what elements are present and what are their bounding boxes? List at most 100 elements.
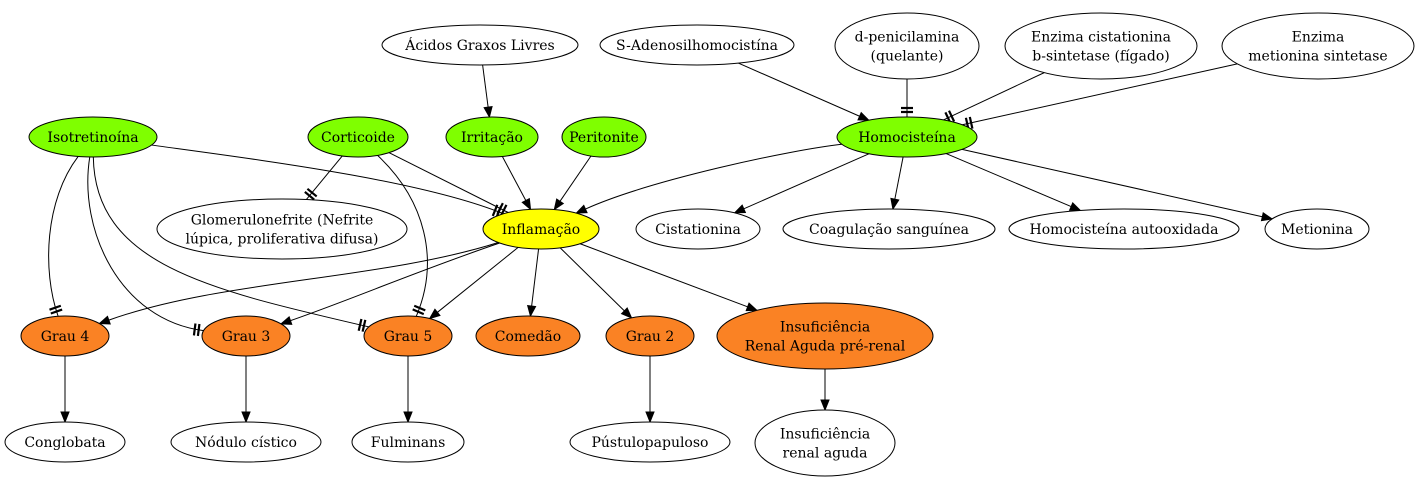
edge-isotret-to-grau3	[87, 156, 204, 337]
node-homoc: Homocisteína	[836, 116, 978, 158]
node-inflam: Inflamação	[482, 208, 600, 250]
arrowhead	[428, 308, 441, 320]
edge-line	[559, 247, 625, 312]
edge-irrit-to-inflam	[501, 156, 532, 211]
arrowhead	[575, 204, 588, 214]
edge-line	[945, 153, 1072, 208]
node-label: Enzima cistationina	[1031, 30, 1171, 46]
edge-sadeno-to-homoc	[738, 62, 870, 121]
node-comedao: Comedão	[475, 315, 581, 357]
node-label: Glomerulonefrite (Nefrite	[191, 213, 374, 229]
node-fulmin: Fulminans	[351, 421, 465, 463]
edge-line	[388, 152, 509, 213]
arrowhead	[733, 204, 747, 214]
node-ellipse	[20, 315, 110, 357]
node-ellipse	[834, 12, 980, 80]
edge-inflam-to-grau3	[279, 242, 500, 325]
inhibition-tee	[192, 323, 197, 336]
node-label: Corticoide	[321, 130, 395, 146]
node-metion: Metionina	[1264, 208, 1370, 250]
arrowhead	[279, 315, 293, 325]
edge-line	[943, 72, 1045, 121]
arrowhead	[526, 305, 537, 318]
edge-irapre-to-ira	[820, 369, 830, 412]
node-ellipse	[351, 421, 465, 463]
edge-inflam-to-grau2	[559, 247, 633, 319]
node-label: metionina sintetase	[1248, 49, 1387, 65]
node-ellipse	[561, 116, 647, 158]
node-label: Isotretinoína	[47, 130, 138, 146]
edge-line	[894, 156, 904, 200]
node-cistat: Cistationina	[635, 208, 761, 250]
arrowhead	[403, 411, 413, 424]
edge-grau3-to-nodulo	[241, 356, 251, 424]
edge-line	[482, 64, 489, 108]
node-ellipse	[635, 208, 761, 250]
node-acidos: Ácidos Graxos Livres	[381, 24, 579, 66]
node-label: Peritonite	[569, 130, 639, 146]
node-ellipse	[716, 302, 934, 370]
edge-line	[290, 242, 500, 322]
node-label: Cistationina	[655, 222, 741, 238]
node-ellipse	[445, 116, 539, 158]
node-label: Inflamação	[502, 222, 580, 238]
node-ellipse	[201, 315, 291, 357]
inhibition-tee	[496, 202, 504, 215]
node-nodulo: Nódulo cístico	[170, 421, 322, 463]
node-grau4: Grau 4	[20, 315, 110, 357]
edge-inflam-to-grau5	[428, 246, 519, 320]
edge-cortic-to-inflam	[388, 152, 509, 217]
node-ellipse	[4, 421, 126, 463]
arrowhead	[857, 111, 870, 121]
edge-line	[377, 155, 428, 317]
node-ellipse	[836, 116, 978, 158]
node-perit: Peritonite	[561, 116, 647, 158]
edge-line	[48, 156, 79, 317]
inhibition-tee	[357, 318, 363, 331]
edge-line	[743, 153, 870, 210]
edge-isotret-to-grau4	[48, 156, 79, 317]
node-cortic: Corticoide	[307, 116, 409, 158]
edge-homoc-to-metion	[961, 148, 1274, 222]
node-ellipse	[1004, 12, 1198, 80]
edge-inflam-to-grau4	[98, 242, 499, 325]
inhibition-tee	[968, 116, 974, 129]
node-ellipse	[605, 315, 695, 357]
node-grau3: Grau 3	[201, 315, 291, 357]
arrowhead	[1068, 202, 1082, 212]
edge-homoc-to-homoauto	[945, 153, 1082, 212]
inhibition-tee	[304, 191, 315, 201]
edge-inflam-to-irapre	[579, 243, 759, 312]
node-homoauto: Homocisteína autooxidada	[1008, 208, 1240, 250]
node-ellipse	[482, 208, 600, 250]
edge-inflam-to-comedao	[526, 248, 540, 318]
edge-grau4-to-conglob	[60, 356, 70, 424]
node-grau5: Grau 5	[363, 315, 453, 357]
arrowhead	[60, 411, 70, 424]
node-label: Grau 4	[41, 329, 90, 345]
edge-grau2-to-pustulo	[645, 356, 655, 424]
node-ellipse	[782, 208, 996, 250]
arrowhead	[483, 106, 493, 119]
edge-line	[108, 242, 499, 321]
arrowhead	[645, 411, 655, 424]
arrowhead	[820, 399, 830, 412]
arrowhead	[521, 197, 532, 211]
edge-line	[87, 156, 204, 332]
inhibition-tee	[413, 304, 426, 312]
node-label: Nódulo cístico	[195, 435, 297, 451]
edge-line	[559, 155, 592, 202]
edge-line	[92, 156, 369, 328]
inhibition-tee	[306, 187, 318, 198]
node-ellipse	[1221, 12, 1415, 80]
arrowhead	[241, 411, 251, 424]
node-label: Homocisteína autooxidada	[1030, 222, 1219, 238]
node-ellipse	[28, 116, 158, 158]
edge-cortic-to-glomer	[304, 155, 343, 201]
